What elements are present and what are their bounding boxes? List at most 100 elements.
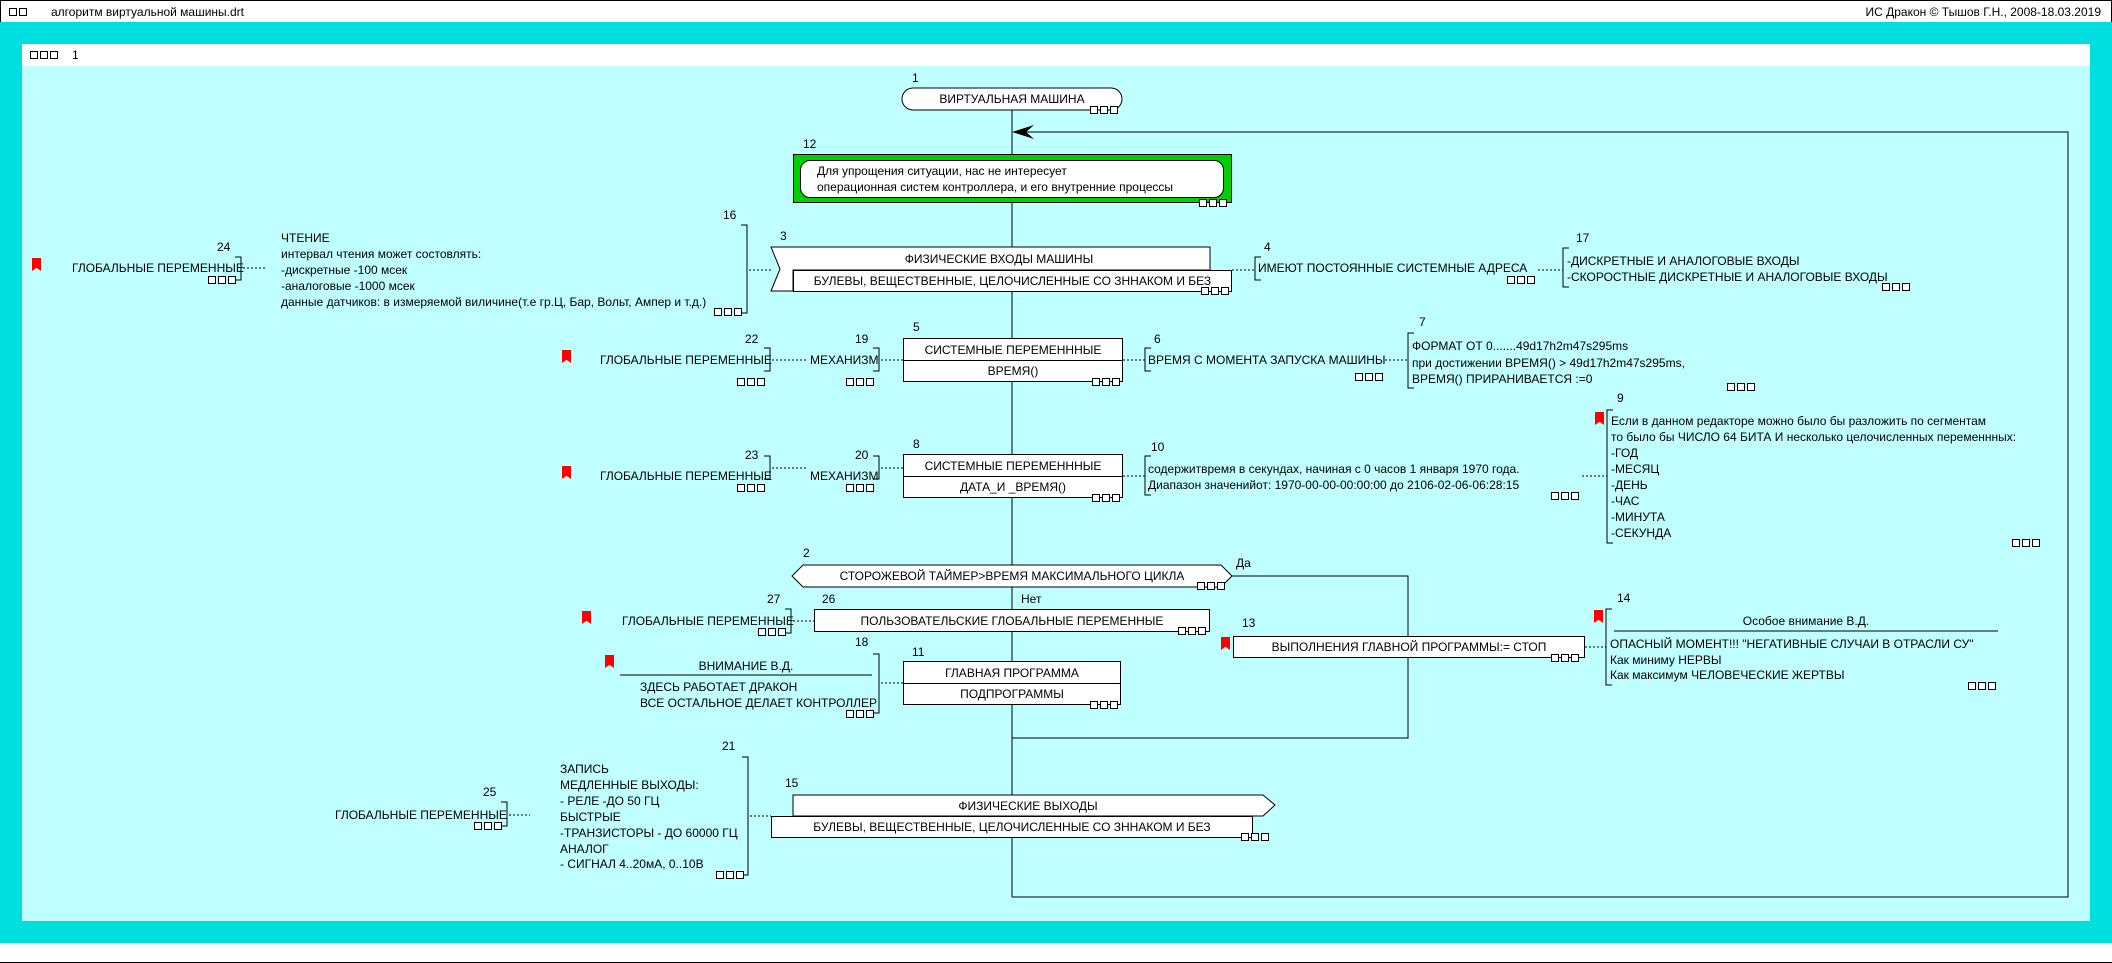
node-menu-icon[interactable] (1092, 494, 1120, 502)
node-menu-icon[interactable] (1201, 287, 1229, 295)
node-id: 7 (1419, 315, 1426, 329)
node-menu-icon[interactable] (1241, 833, 1269, 841)
comment-line: ЗДЕСЬ РАБОТАЕТ ДРАКОН (640, 680, 798, 694)
node-id: 6 (1154, 332, 1161, 346)
input-node-body[interactable]: БУЛЕВЫ, ВЕЩЕСТВЕННЫЕ, ЦЕЛОЧИСЛЕННЫЕ СО З… (793, 270, 1232, 292)
comment-line: то было бы ЧИСЛО 64 БИТА И несколько цел… (1611, 430, 2017, 444)
comment-line: ФОРМАТ ОТ 0.......49d17h2m47s295ms (1412, 339, 1629, 353)
node-menu-icon[interactable] (714, 308, 742, 316)
action-node-body[interactable]: ПОДПРОГРАММЫ (903, 683, 1121, 705)
comment-line: ВСЕ ОСТАЛЬНОЕ ДЕЛАЕТ КОНТРОЛЛЕР (640, 696, 878, 710)
comment-line: -ГОД (1611, 446, 1639, 460)
node-menu-icon[interactable] (1090, 106, 1118, 114)
node-id: 1 (912, 71, 919, 85)
action-node-title[interactable]: СИСТЕМНЫЕ ПЕРЕМЕНННЫЕ (903, 454, 1123, 477)
comment-line: данные датчиков: в измеряемой виличине(т… (281, 295, 707, 309)
node-id: 11 (912, 645, 925, 659)
global-vars-label[interactable]: ГЛОБАЛЬНЫЕ ПЕРЕМЕННЫЕ (622, 614, 794, 628)
datetime-comment[interactable]: содержитвремя в секундах, начиная с 0 ча… (1148, 461, 1520, 493)
comment-line: интервал чтения может состовлять: (281, 247, 482, 261)
writing-comment[interactable]: ЗАПИСЬ МЕДЛЕННЫЕ ВЫХОДЫ: - РЕЛЕ -ДО 50 Г… (560, 762, 738, 873)
address-comment[interactable]: ИМЕЮТ ПОСТОЯННЫЕ СИСТЕМНЫЕ АДРЕСА (1258, 261, 1528, 275)
output-node-body[interactable]: БУЛЕВЫ, ВЕЩЕСТВЕННЫЕ, ЦЕЛОЧИСЛЕННЫЕ СО З… (771, 816, 1253, 838)
node-menu-icon[interactable] (846, 378, 874, 386)
node-menu-icon[interactable] (1355, 373, 1383, 381)
node-id: 16 (723, 208, 737, 222)
comment-line: -МИНУТА (1611, 510, 1665, 524)
mechanism-label[interactable]: МЕХАНИЗМ (810, 353, 879, 367)
node-menu-icon[interactable] (1551, 654, 1579, 662)
start-node[interactable]: ВИРТУАЛЬНАЯ МАШИНА (939, 92, 1085, 106)
comment-line: - СИГНАЛ 4..20мА, 0..10В (560, 857, 704, 872)
comment-line: МЕДЛЕННЫЕ ВЫХОДЫ: (560, 777, 699, 792)
node-id: 20 (855, 448, 869, 462)
comment-line: ЧТЕНИЕ (281, 231, 330, 245)
comment-line: -СКОРОСТНЫЕ ДИСКРЕТНЫЕ И АНАЛОГОВЫЕ ВХОД… (1567, 270, 1888, 284)
global-vars-label[interactable]: ГЛОБАЛЬНЫЕ ПЕРЕМЕННЫЕ (600, 469, 772, 483)
global-vars-label[interactable]: ГЛОБАЛЬНЫЕ ПЕРЕМЕННЫЕ (335, 808, 507, 822)
global-vars-label[interactable]: ГЛОБАЛЬНЫЕ ПЕРЕМЕННЫЕ (600, 353, 772, 367)
node-menu-icon[interactable] (1727, 383, 1755, 391)
loop-arrow-icon (1012, 125, 1034, 139)
node-menu-icon[interactable] (1090, 701, 1118, 709)
node-menu-icon[interactable] (737, 484, 765, 492)
node-id: 5 (913, 320, 920, 334)
inputs-comment[interactable]: -ДИСКРЕТНЫЕ И АНАЛОГОВЫЕ ВХОДЫ -СКОРОСТН… (1567, 253, 1888, 285)
node-menu-icon[interactable] (1968, 682, 1996, 690)
comment-node[interactable]: Для упрощения ситуации, нас не интересуе… (793, 154, 1232, 203)
stop-action-node[interactable]: ВЫПОЛНЕНИЯ ГЛАВНОЙ ПРОГРАММЫ:= СТОП (1233, 636, 1585, 658)
sheet-menu-icon[interactable] (30, 51, 58, 59)
window-control-icons[interactable] (9, 5, 27, 19)
node-id: 27 (767, 592, 781, 606)
bookmark-flag-icon (605, 655, 614, 668)
action-node[interactable]: ПОЛЬЗОВАТЕЛЬСКИЕ ГЛОБАЛЬНЫЕ ПЕРЕМЕННЫЕ (814, 609, 1210, 632)
action-node-body[interactable]: ДАТА_И _ВРЕМЯ() (903, 476, 1123, 498)
action-node-body[interactable]: ВРЕМЯ() (903, 360, 1123, 382)
node-id: 3 (780, 229, 787, 243)
bookmark-flag-icon (1595, 412, 1604, 425)
node-menu-icon[interactable] (1197, 582, 1225, 590)
format-comment[interactable]: ФОРМАТ ОТ 0.......49d17h2m47s295ms при д… (1412, 338, 1685, 388)
node-menu-icon[interactable] (1092, 378, 1120, 386)
node-menu-icon[interactable] (737, 378, 765, 386)
node-menu-icon[interactable] (1551, 492, 1579, 500)
input-node-title[interactable]: ФИЗИЧЕСКИЕ ВХОДЫ МАШИНЫ (904, 251, 1094, 266)
action-node-title[interactable]: СИСТЕМНЫЕ ПЕРЕМЕНННЫЕ (903, 338, 1123, 361)
segments-comment[interactable]: Если в данном редакторе можно было бы ра… (1611, 413, 2016, 541)
node-menu-icon[interactable] (474, 822, 502, 830)
node-menu-icon[interactable] (846, 710, 874, 718)
node-menu-icon[interactable] (1507, 276, 1535, 284)
mechanism-label[interactable]: МЕХАНИЗМ (810, 469, 879, 483)
bookmark-flag-icon (1221, 637, 1230, 650)
node-menu-icon[interactable] (1882, 283, 1910, 291)
bookmark-flag-icon (562, 350, 571, 363)
node-id: 25 (483, 785, 497, 799)
comment-line: -ЧАС (1611, 494, 1640, 508)
node-menu-icon[interactable] (758, 628, 786, 636)
node-menu-icon[interactable] (208, 276, 236, 284)
bookmark-flag-icon (582, 611, 591, 624)
node-id: 9 (1617, 391, 1624, 405)
node-menu-icon[interactable] (1178, 627, 1206, 635)
sheet-header: 1 (22, 44, 2090, 66)
node-id: 12 (803, 137, 817, 151)
warning-comment[interactable]: ОПАСНЫЙ МОМЕНТ!!! "НЕГАТИВНЫЕ СЛУЧАИ В О… (1610, 637, 1973, 684)
time-comment[interactable]: ВРЕМЯ С МОМЕНТА ЗАПУСКА МАШИНЫ (1148, 353, 1386, 367)
attention-comment[interactable]: ЗДЕСЬ РАБОТАЕТ ДРАКОН ВСЕ ОСТАЛЬНОЕ ДЕЛА… (640, 679, 877, 711)
global-vars-label[interactable]: ГЛОБАЛЬНЫЕ ПЕРЕМЕННЫЕ (72, 261, 244, 275)
action-node-title[interactable]: ГЛАВНАЯ ПРОГРАММА (903, 661, 1121, 684)
title-bar: алгоритм виртуальной машины.drt ИС Драко… (0, 0, 2112, 22)
node-menu-icon[interactable] (716, 871, 744, 879)
node-menu-icon[interactable] (2012, 539, 2040, 547)
comment-line: -ДИСКРЕТНЫЕ И АНАЛОГОВЫЕ ВХОДЫ (1567, 254, 1800, 268)
comment-line: ОПАСНЫЙ МОМЕНТ!!! "НЕГАТИВНЫЕ СЛУЧАИ В О… (1610, 637, 1974, 651)
output-shape (792, 794, 1276, 817)
comment-line: -ТРАНЗИСТОРЫ - ДО 60000 ГЦ (560, 825, 738, 840)
node-id: 18 (855, 635, 869, 649)
node-menu-icon[interactable] (1199, 199, 1227, 207)
question-node[interactable]: СТОРОЖЕВОЙ ТАЙМЕР>ВРЕМЯ МАКСИМАЛЬНОГО ЦИ… (839, 569, 1185, 583)
node-id: 22 (745, 332, 759, 346)
reading-comment[interactable]: ЧТЕНИЕ интервал чтения может состовлять:… (281, 230, 706, 310)
node-menu-icon[interactable] (846, 484, 874, 492)
output-node-title[interactable]: ФИЗИЧЕСКИЕ ВЫХОДЫ (958, 799, 1098, 813)
